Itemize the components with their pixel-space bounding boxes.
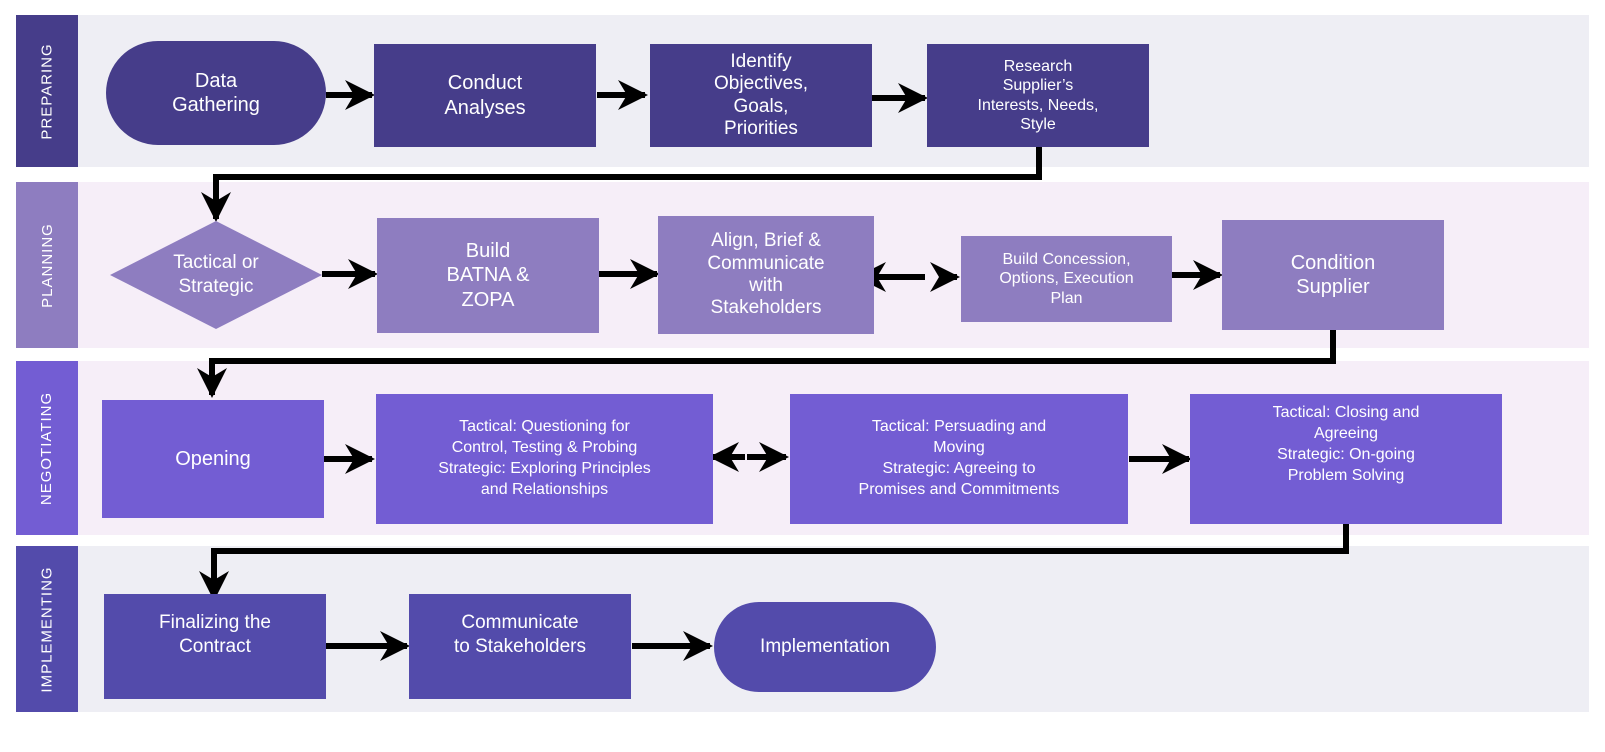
persuading-text: Tactical: Persuading and Moving Strategi… — [858, 418, 1060, 498]
planning-label-text: PLANNING — [38, 222, 56, 308]
build-batna-node: Build BATNA & ZOPA — [377, 218, 599, 333]
identify-objectives-node: Identify Objectives, Goals, Priorities — [650, 44, 872, 147]
conduct-analyses-text: Conduct Analyses — [444, 72, 526, 119]
condition-supplier-node: Condition Supplier — [1222, 220, 1444, 330]
tactical-or-strategic-decision: Tactical or Strategic — [110, 221, 322, 329]
closing-node: Tactical: Closing and Agreeing Strategic… — [1190, 394, 1502, 524]
tactical-or-strategic-text: Tactical or Strategic — [173, 252, 259, 297]
decision-diamond-shape — [110, 221, 322, 329]
preparing-label-text: PREPARING — [38, 42, 56, 140]
build-concession-text: Build Concession, Options, Execution Pla… — [999, 250, 1134, 307]
closing-text: Tactical: Closing and Agreeing Strategic… — [1272, 404, 1420, 484]
conduct-analyses-node: Conduct Analyses — [374, 44, 596, 147]
communicate-node: Communicate to Stakeholders — [409, 594, 631, 699]
opening-node: Opening — [102, 400, 324, 518]
build-concession-node: Build Concession, Options, Execution Pla… — [961, 236, 1172, 322]
data-gathering-text: Data Gathering — [172, 69, 260, 116]
negotiating-label-text: NEGOTIATING — [38, 391, 56, 505]
build-batna-text: Build BATNA & ZOPA — [446, 239, 530, 311]
condition-supplier-text: Condition Supplier — [1290, 251, 1376, 298]
implementing-phase-label: IMPLEMENTING — [16, 546, 78, 712]
preparing-phase-label: PREPARING — [16, 15, 78, 167]
align-brief-node: Align, Brief & Communicate with Stakehol… — [658, 216, 874, 334]
negotiating-phase-label: NEGOTIATING — [16, 361, 78, 535]
finalizing-node: Finalizing the Contract — [104, 594, 326, 699]
implementation-text: Implementation — [760, 636, 890, 658]
data-gathering-node: Data Gathering — [106, 41, 326, 145]
communicate-text: Communicate to Stakeholders — [453, 612, 587, 657]
persuading-node: Tactical: Persuading and Moving Strategi… — [790, 394, 1128, 524]
identify-objectives-text: Identify Objectives, Goals, Priorities — [714, 50, 808, 139]
implementing-label-text: IMPLEMENTING — [38, 565, 56, 693]
opening-text: Opening — [175, 447, 251, 470]
align-brief-text: Align, Brief & Communicate with Stakehol… — [707, 230, 825, 319]
finalizing-text: Finalizing the Contract — [159, 612, 271, 657]
research-supplier-text: Research Supplier’s Interests, Needs, St… — [977, 58, 1099, 133]
questioning-text: Tactical: Questioning for Control, Testi… — [438, 418, 651, 498]
planning-phase-label: PLANNING — [16, 182, 78, 348]
research-supplier-node: Research Supplier’s Interests, Needs, St… — [927, 44, 1149, 147]
questioning-node: Tactical: Questioning for Control, Testi… — [376, 394, 713, 524]
implementation-node: Implementation — [714, 602, 936, 692]
